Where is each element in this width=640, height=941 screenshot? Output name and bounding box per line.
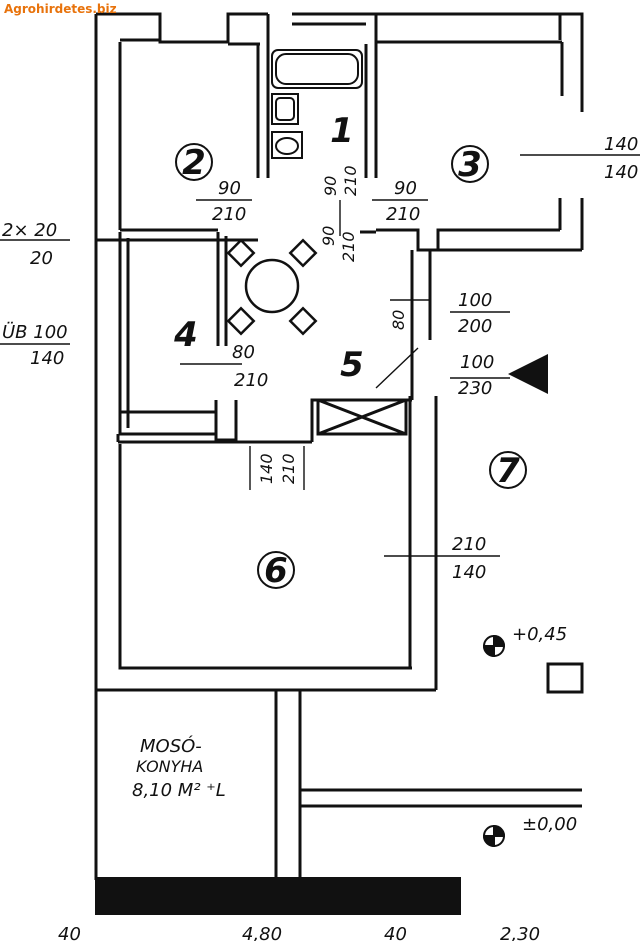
watermark: Agrohirdetes.biz — [4, 2, 117, 16]
toilet — [271, 131, 303, 159]
dim-hall-top-height: 210 — [339, 231, 358, 262]
room-number-1: 1 — [330, 111, 354, 151]
room-labels: 2 1 3 4 5 6 7 — [173, 111, 527, 591]
dim-room2-height: 210 — [212, 204, 246, 225]
bathtub — [271, 49, 363, 89]
dim-room4-window-width: ÜB 100 — [2, 321, 68, 343]
bottom-dim-4: 2,30 — [500, 924, 540, 941]
dim-room3-height: 210 — [386, 204, 420, 225]
dim-room3-window-height: 140 — [604, 162, 638, 183]
dim-bath-width: 90 — [321, 176, 340, 196]
dim-entrance-width: 100 — [460, 352, 494, 373]
room-number-3: 3 — [458, 145, 482, 185]
level-marker-icon — [482, 634, 506, 658]
dim-room6-door-width: 140 — [257, 453, 276, 484]
bottom-dimensions: 40 4,80 40 2,30 — [58, 924, 540, 941]
bottom-dim-3: 40 — [384, 924, 407, 941]
dim-room6-window-width: 210 — [452, 534, 486, 555]
washbasin — [271, 93, 299, 125]
dim-entrance-height: 230 — [458, 378, 492, 399]
dim-room6-window-height: 140 — [452, 562, 486, 583]
dim-room4-vent-b: 20 — [30, 248, 53, 269]
walls — [94, 12, 584, 880]
dim-room4-door-width: 80 — [232, 342, 255, 363]
laundry-line-1: MOSÓ- — [140, 735, 202, 757]
room-number-4: 4 — [173, 315, 198, 355]
dim-bath-height: 210 — [341, 165, 360, 196]
room-number-6: 6 — [264, 551, 288, 591]
bottom-dim-1: 40 — [58, 924, 81, 941]
level-ground: ±0,00 — [522, 814, 577, 835]
dim-room6-door-height: 210 — [279, 453, 298, 484]
foundation-hatch — [95, 877, 461, 915]
dim-hall-vertical: 80 — [389, 310, 408, 330]
dim-room4-vent-a: 2× 20 — [2, 220, 57, 241]
room-number-5: 5 — [340, 345, 364, 385]
dining-table — [226, 238, 318, 336]
laundry-line-3: 8,10 M² ⁺L — [132, 780, 226, 801]
level-upper: +0,45 — [512, 624, 567, 645]
dim-room4-window-height: 140 — [30, 348, 64, 369]
entrance-arrow-icon — [508, 354, 548, 394]
laundry-line-2: KONYHA — [136, 757, 203, 776]
dim-room3-width: 90 — [394, 178, 417, 199]
dim-room4-door-height: 210 — [234, 370, 268, 391]
bottom-dim-2: 4,80 — [242, 924, 282, 941]
dimension-lines — [0, 154, 640, 557]
dim-hall-right-height: 200 — [458, 316, 492, 337]
dim-room3-window-width: 140 — [604, 134, 638, 155]
dimension-labels: 90 210 90 210 90 210 90 210 140 140 2× 2… — [2, 134, 638, 583]
laundry-label: MOSÓ- KONYHA 8,10 M² ⁺L — [132, 735, 226, 801]
dim-hall-top-width: 90 — [319, 226, 338, 246]
room-number-2: 2 — [182, 143, 206, 183]
dim-hall-right-width: 100 — [458, 290, 492, 311]
level-marker-icon — [482, 824, 506, 848]
room-number-7: 7 — [496, 451, 520, 491]
dim-room2-width: 90 — [218, 178, 241, 199]
